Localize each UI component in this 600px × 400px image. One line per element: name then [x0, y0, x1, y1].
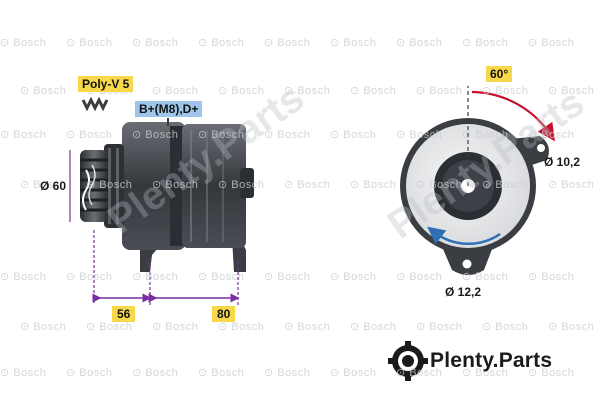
- brand-logo-icon: [388, 341, 428, 381]
- bosch-watermark: ⊙ Bosch: [66, 367, 113, 379]
- hole-upper: [537, 144, 545, 152]
- alternator-side-view: [80, 118, 254, 272]
- lower-hole-diameter-label: Ø 12,2: [445, 285, 482, 299]
- bosch-watermark: ⊙ Bosch: [528, 129, 575, 141]
- bosch-watermark: ⊙ Bosch: [396, 271, 443, 283]
- bosch-watermark: ⊙ Bosch: [20, 179, 67, 191]
- bosch-watermark: ⊙ Bosch: [132, 367, 179, 379]
- bosch-watermark: ⊙ Bosch: [86, 321, 133, 333]
- brand-name: Plenty.Parts: [430, 349, 553, 372]
- pulley-diameter-label: Ø 60: [40, 179, 67, 193]
- dimension-front-label: 56: [112, 306, 136, 322]
- bosch-watermark: ⊙ Bosch: [548, 321, 595, 333]
- bosch-watermark: ⊙ Bosch: [284, 179, 331, 191]
- bosch-watermark: ⊙ Bosch: [330, 367, 377, 379]
- brand: Plenty.Parts: [386, 343, 552, 379]
- bosch-watermark: ⊙ Bosch: [482, 85, 529, 97]
- terminal-label: B+(M8),D+: [135, 101, 203, 117]
- bosch-watermark: ⊙ Bosch: [152, 85, 199, 97]
- dimension-rear-label: 80: [212, 306, 236, 322]
- bosch-watermark: ⊙ Bosch: [86, 179, 133, 191]
- bosch-watermark: ⊙ Bosch: [330, 271, 377, 283]
- bosch-watermark: ⊙ Bosch: [482, 321, 529, 333]
- bosch-watermark: ⊙ Bosch: [198, 129, 245, 141]
- bosch-watermark: ⊙ Bosch: [66, 271, 113, 283]
- bosch-watermark: ⊙ Bosch: [462, 129, 509, 141]
- belt-type-label: Poly-V 5: [78, 76, 134, 92]
- bosch-watermark: ⊙ Bosch: [528, 271, 575, 283]
- bosch-watermark: ⊙ Bosch: [132, 129, 179, 141]
- bosch-watermark: ⊙ Bosch: [66, 37, 113, 49]
- bosch-watermark: ⊙ Bosch: [0, 367, 47, 379]
- bosch-watermark: ⊙ Bosch: [548, 85, 595, 97]
- bosch-watermark: ⊙ Bosch: [0, 271, 47, 283]
- bosch-watermark: ⊙ Bosch: [66, 129, 113, 141]
- bosch-watermark: ⊙ Bosch: [0, 37, 47, 49]
- bosch-watermark: ⊙ Bosch: [416, 179, 463, 191]
- bosch-watermark: ⊙ Bosch: [0, 129, 47, 141]
- bosch-watermark: ⊙ Bosch: [416, 321, 463, 333]
- bosch-watermark: ⊙ Bosch: [462, 367, 509, 379]
- bosch-watermark: ⊙ Bosch: [462, 37, 509, 49]
- pulley: [80, 150, 108, 222]
- bosch-watermark: ⊙ Bosch: [330, 129, 377, 141]
- housing-rear: [182, 124, 246, 248]
- dimension-lines: [69, 150, 240, 305]
- bosch-watermark: ⊙ Bosch: [132, 271, 179, 283]
- hole-lower: [462, 259, 472, 269]
- bosch-watermark: ⊙ Bosch: [416, 85, 463, 97]
- upper-hole-diameter-label: Ø 10,2: [544, 155, 581, 169]
- bosch-watermark: ⊙ Bosch: [528, 37, 575, 49]
- bosch-watermark: ⊙ Bosch: [218, 179, 265, 191]
- bosch-watermark: ⊙ Bosch: [264, 37, 311, 49]
- bosch-watermark: ⊙ Bosch: [350, 179, 397, 191]
- bosch-watermark: ⊙ Bosch: [198, 367, 245, 379]
- bosch-watermark: ⊙ Bosch: [462, 271, 509, 283]
- bosch-watermark: ⊙ Bosch: [198, 37, 245, 49]
- bosch-watermark: ⊙ Bosch: [264, 129, 311, 141]
- bosch-watermark: ⊙ Bosch: [132, 37, 179, 49]
- bosch-watermark: ⊙ Bosch: [264, 367, 311, 379]
- bosch-watermark: ⊙ Bosch: [482, 179, 529, 191]
- bosch-watermark: ⊙ Bosch: [152, 179, 199, 191]
- bosch-watermark: ⊙ Bosch: [152, 321, 199, 333]
- bosch-watermark: ⊙ Bosch: [330, 37, 377, 49]
- bosch-watermark: ⊙ Bosch: [528, 367, 575, 379]
- bosch-watermark: ⊙ Bosch: [218, 85, 265, 97]
- bosch-watermark: ⊙ Bosch: [218, 321, 265, 333]
- mounting-foot-front: [140, 245, 158, 272]
- bosch-watermark: ⊙ Bosch: [20, 321, 67, 333]
- poly-v-profile-icon: [81, 96, 109, 112]
- angle-arc: [471, 90, 555, 142]
- bosch-watermark: ⊙ Bosch: [284, 85, 331, 97]
- bosch-watermark: ⊙ Bosch: [264, 271, 311, 283]
- bosch-watermark: ⊙ Bosch: [396, 129, 443, 141]
- bosch-watermark: ⊙ Bosch: [396, 367, 443, 379]
- angle-label: 60°: [486, 66, 513, 82]
- bosch-watermark: ⊙ Bosch: [548, 179, 595, 191]
- bosch-watermark: ⊙ Bosch: [350, 321, 397, 333]
- alternator-front-view: [400, 86, 555, 275]
- bosch-watermark: ⊙ Bosch: [350, 85, 397, 97]
- bosch-watermark: ⊙ Bosch: [284, 321, 331, 333]
- bosch-watermark: ⊙ Bosch: [20, 85, 67, 97]
- bosch-watermark: ⊙ Bosch: [198, 271, 245, 283]
- bosch-watermark: ⊙ Bosch: [396, 37, 443, 49]
